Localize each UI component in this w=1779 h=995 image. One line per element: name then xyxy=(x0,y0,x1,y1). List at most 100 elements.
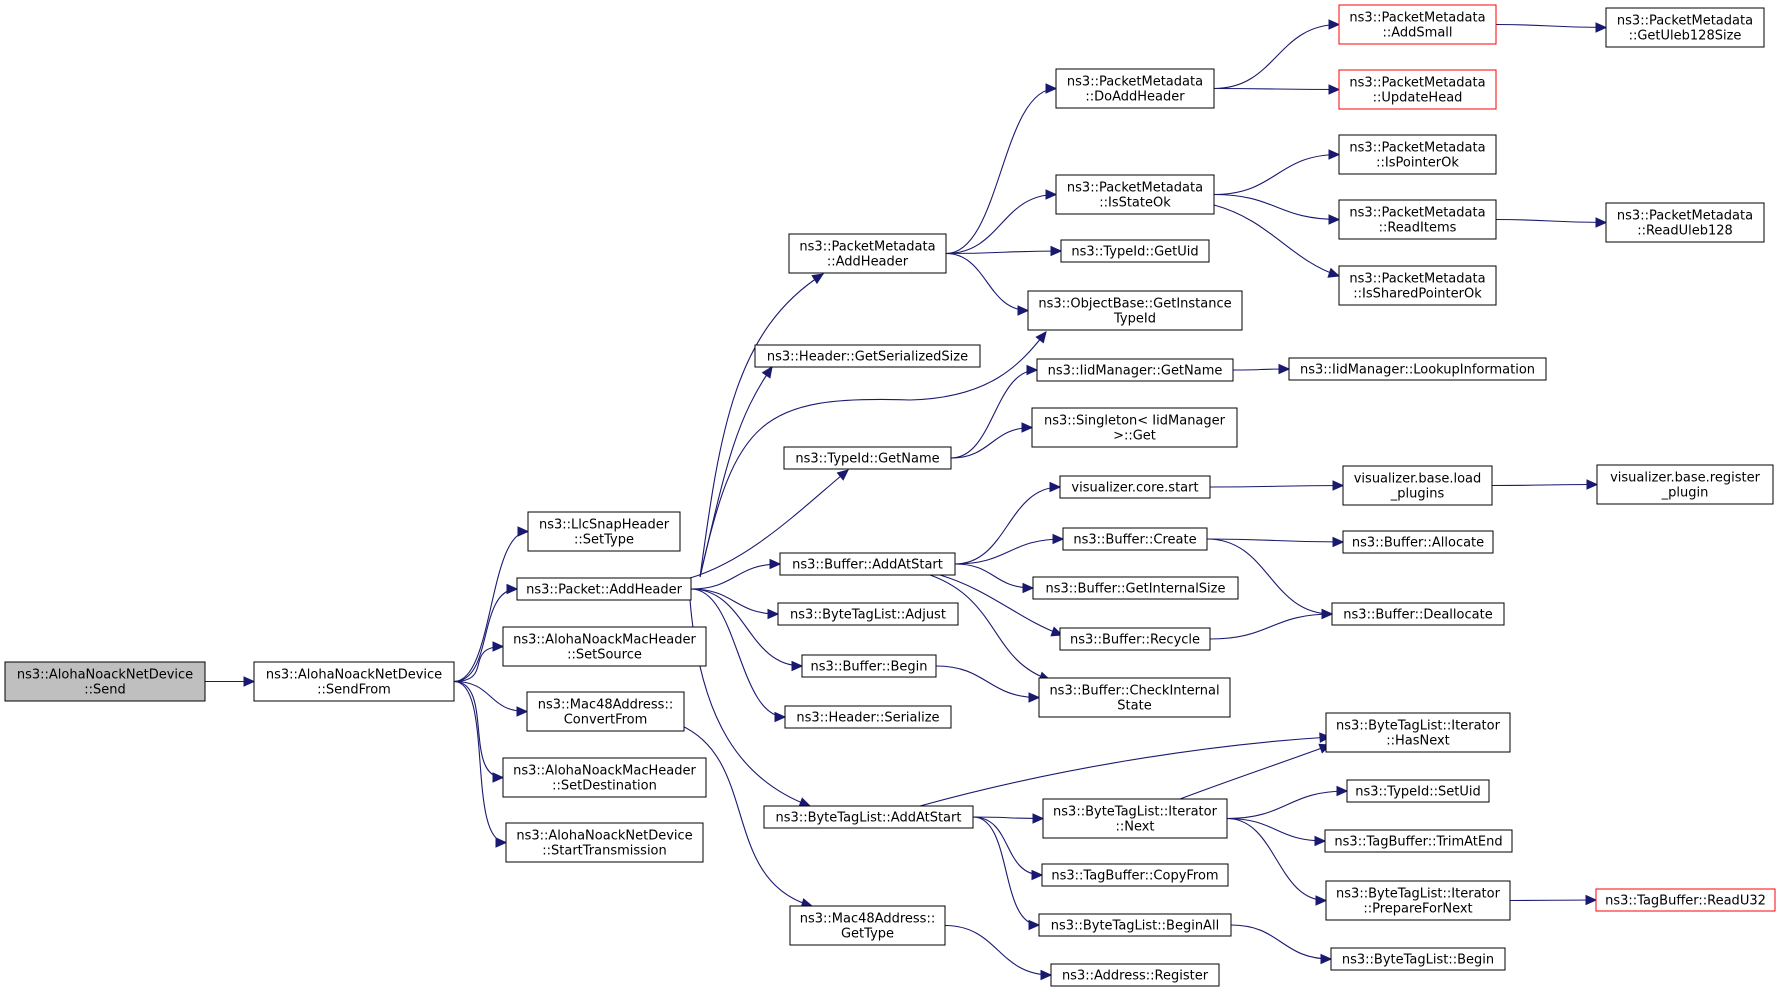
edge-arrowhead xyxy=(1050,626,1064,637)
edge-ns3-packetmetadata-addheader-to-ns3-packetmetadata-isstateok xyxy=(945,189,1058,255)
node-ns3-buffer-deallocate[interactable]: ns3::Buffer::Deallocate xyxy=(1331,602,1505,626)
node-label: visualizer.core.start xyxy=(1071,481,1198,496)
node-label: _plugin xyxy=(1661,486,1709,501)
node-ns3-mac48address-gettype[interactable]: ns3::Mac48Address::GetType xyxy=(789,905,946,946)
node-label: ns3::Buffer::AddAtStart xyxy=(792,558,943,573)
node-ns3-bytetaglist-begin[interactable]: ns3::ByteTagList::Begin xyxy=(1330,947,1506,971)
node-label: ns3::Buffer::GetInternalSize xyxy=(1046,582,1226,597)
node-ns3-typeid-getname[interactable]: ns3::TypeId::GetName xyxy=(783,446,952,470)
edge-line xyxy=(689,469,849,579)
node-ns3-buffer-addatstart[interactable]: ns3::Buffer::AddAtStart xyxy=(779,552,956,576)
node-ns3-header-getserializedsize[interactable]: ns3::Header::GetSerializedSize xyxy=(754,344,981,368)
node-ns3-packetmetadata-readitems[interactable]: ns3::PacketMetadata::ReadItems xyxy=(1338,199,1497,240)
edge-ns3-typeid-getname-to-ns3-singleton-iidmanager-get xyxy=(950,422,1034,459)
node-ns3-bytetaglist-addatstart[interactable]: ns3::ByteTagList::AddAtStart xyxy=(763,805,974,829)
node-ns3-iidmanager-getname[interactable]: ns3::IidManager::GetName xyxy=(1036,358,1234,382)
node-ns3-header-serialize[interactable]: ns3::Header::Serialize xyxy=(784,705,952,729)
node-ns3-alohanoackmacheader-setdestination[interactable]: ns3::AlohaNoackMacHeader::SetDestination xyxy=(502,757,707,798)
node-ns3-bytetaglist-beginall[interactable]: ns3::ByteTagList::BeginAll xyxy=(1038,913,1232,937)
node-ns3-alohanoacknetdevice-sendfrom[interactable]: ns3::AlohaNoackNetDevice::SendFrom xyxy=(253,661,455,702)
node-label: GetType xyxy=(841,927,894,942)
node-visualizer-base-load-plugins[interactable]: visualizer.base.load_plugins xyxy=(1342,465,1493,506)
edge-arrowhead xyxy=(1032,813,1045,824)
edge-arrowhead xyxy=(1336,785,1349,797)
node-label: ns3::PacketMetadata xyxy=(1349,141,1485,156)
node-ns3-alohanoacknetdevice-send[interactable]: ns3::AlohaNoackNetDevice::Send xyxy=(4,661,206,702)
edge-line xyxy=(944,924,1052,976)
node-ns3-iidmanager-lookupinformation[interactable]: ns3::IidManager::LookupInformation xyxy=(1288,357,1547,381)
node-ns3-packetmetadata-doaddheader[interactable]: ns3::PacketMetadata::DoAddHeader xyxy=(1055,68,1215,109)
node-box xyxy=(1595,888,1776,912)
node-ns3-buffer-allocate[interactable]: ns3::Buffer::Allocate xyxy=(1342,530,1494,554)
node-ns3-typeid-setuid[interactable]: ns3::TypeId::SetUid xyxy=(1346,779,1490,803)
node-ns3-packetmetadata-updatehead[interactable]: ns3::PacketMetadata::UpdateHead xyxy=(1338,69,1497,110)
edge-arrowhead xyxy=(495,837,508,848)
edge-ns3-packetmetadata-addsmall-to-ns3-packetmetadata-getuleb128size xyxy=(1495,22,1608,33)
edge-line xyxy=(690,588,786,718)
node-label: ::HasNext xyxy=(1386,734,1450,749)
edge-line xyxy=(1509,899,1597,902)
node-box xyxy=(1036,358,1234,382)
edge-line xyxy=(689,599,811,807)
node-ns3-singleton-iidmanager-get[interactable]: ns3::Singleton< IidManager >::Get xyxy=(1031,407,1238,448)
node-ns3-llcsnapheader-settype[interactable]: ns3::LlcSnapHeader::SetType xyxy=(527,511,681,552)
node-ns3-buffer-create[interactable]: ns3::Buffer::Create xyxy=(1062,527,1208,551)
node-visualizer-core-start[interactable]: visualizer.core.start xyxy=(1059,475,1211,499)
edge-ns3-packet-addheader-to-ns3-bytetaglist-adjust xyxy=(690,588,780,620)
edge-ns3-packetmetadata-isstateok-to-ns3-packetmetadata-readitems xyxy=(1213,193,1341,225)
edge-line xyxy=(929,574,1051,681)
node-ns3-bytetaglist-iterator-next[interactable]: ns3::ByteTagList::Iterator::Next xyxy=(1042,798,1228,839)
node-box xyxy=(1288,357,1547,381)
node-ns3-tagbuffer-copyfrom[interactable]: ns3::TagBuffer::CopyFrom xyxy=(1041,863,1229,887)
node-ns3-address-register[interactable]: ns3::Address::Register xyxy=(1050,963,1220,987)
node-ns3-packetmetadata-ispointerok[interactable]: ns3::PacketMetadata::IsPointerOk xyxy=(1338,134,1497,175)
node-ns3-packetmetadata-readuleb128[interactable]: ns3::PacketMetadata::ReadUleb128 xyxy=(1605,202,1765,243)
node-ns3-alohanoackmacheader-setsource[interactable]: ns3::AlohaNoackMacHeader::SetSource xyxy=(502,626,707,667)
node-ns3-typeid-getuid[interactable]: ns3::TypeId::GetUid xyxy=(1060,239,1210,263)
edge-line xyxy=(954,563,1034,589)
edge-ns3-mac48address-convertfrom-to-ns3-mac48address-gettype xyxy=(679,724,814,909)
node-label: ::SetType xyxy=(574,533,634,548)
edge-line xyxy=(453,680,507,844)
node-ns3-tagbuffer-trimatend[interactable]: ns3::TagBuffer::TrimAtEnd xyxy=(1324,829,1513,853)
edge-ns3-bytetaglist-iterator-next-to-ns3-tagbuffer-trimatend xyxy=(1226,817,1327,847)
edge-arrowhead xyxy=(1278,363,1291,375)
node-box xyxy=(784,705,952,729)
node-ns3-bytetaglist-adjust[interactable]: ns3::ByteTagList::Adjust xyxy=(777,602,959,626)
node-ns3-bytetaglist-iterator-preparefornext[interactable]: ns3::ByteTagList::Iterator::PrepareForNe… xyxy=(1325,880,1511,921)
node-ns3-packetmetadata-addsmall[interactable]: ns3::PacketMetadata::AddSmall xyxy=(1338,4,1497,45)
edge-arrowhead xyxy=(761,366,773,379)
node-box xyxy=(1062,527,1208,551)
edge-ns3-packet-addheader-to-ns3-typeid-getname xyxy=(689,469,849,579)
node-ns3-packetmetadata-issharedpointerok[interactable]: ns3::PacketMetadata::IsSharedPointerOk xyxy=(1338,265,1497,306)
node-visualizer-base-register-plugin[interactable]: visualizer.base.register_plugin xyxy=(1596,464,1774,505)
node-ns3-packet-addheader[interactable]: ns3::Packet::AddHeader xyxy=(516,577,692,601)
edge-line xyxy=(945,87,1057,255)
edge-ns3-alohanoacknetdevice-sendfrom-to-ns3-alohanoacknetdevice-starttransmission xyxy=(453,680,508,848)
node-ns3-buffer-begin[interactable]: ns3::Buffer::Begin xyxy=(801,654,937,678)
edge-arrowhead xyxy=(1045,83,1058,94)
node-ns3-buffer-getinternalsize[interactable]: ns3::Buffer::GetInternalSize xyxy=(1032,576,1239,600)
edge-arrowhead xyxy=(517,526,530,537)
node-box xyxy=(1324,829,1513,853)
node-label: ::ReadUleb128 xyxy=(1637,224,1733,239)
node-ns3-bytetaglist-iterator-hasnext[interactable]: ns3::ByteTagList::Iterator::HasNext xyxy=(1325,712,1511,753)
node-box xyxy=(779,552,956,576)
edge-line xyxy=(1206,538,1344,543)
node-ns3-packetmetadata-addheader[interactable]: ns3::PacketMetadata::AddHeader xyxy=(788,233,947,274)
node-ns3-packetmetadata-getuleb128size[interactable]: ns3::PacketMetadata::GetUleb128Size xyxy=(1605,7,1765,48)
edge-line xyxy=(690,588,779,615)
edge-line xyxy=(1495,218,1607,224)
node-label: ns3::TypeId::SetUid xyxy=(1355,785,1480,800)
node-label: TypeId xyxy=(1113,312,1156,327)
node-ns3-buffer-recycle[interactable]: ns3::Buffer::Recycle xyxy=(1059,627,1211,651)
edge-line xyxy=(1230,924,1332,960)
edge-line xyxy=(1209,613,1333,640)
node-ns3-mac48address-convertfrom[interactable]: ns3::Mac48Address::ConvertFrom xyxy=(526,691,685,732)
node-ns3-alohanoacknetdevice-starttransmission[interactable]: ns3::AlohaNoackNetDevice::StartTransmiss… xyxy=(505,822,704,863)
node-ns3-tagbuffer-readu32[interactable]: ns3::TagBuffer::ReadU32 xyxy=(1595,888,1776,912)
edge-arrowhead xyxy=(516,706,529,717)
node-ns3-packetmetadata-isstateok[interactable]: ns3::PacketMetadata::IsStateOk xyxy=(1055,174,1215,215)
